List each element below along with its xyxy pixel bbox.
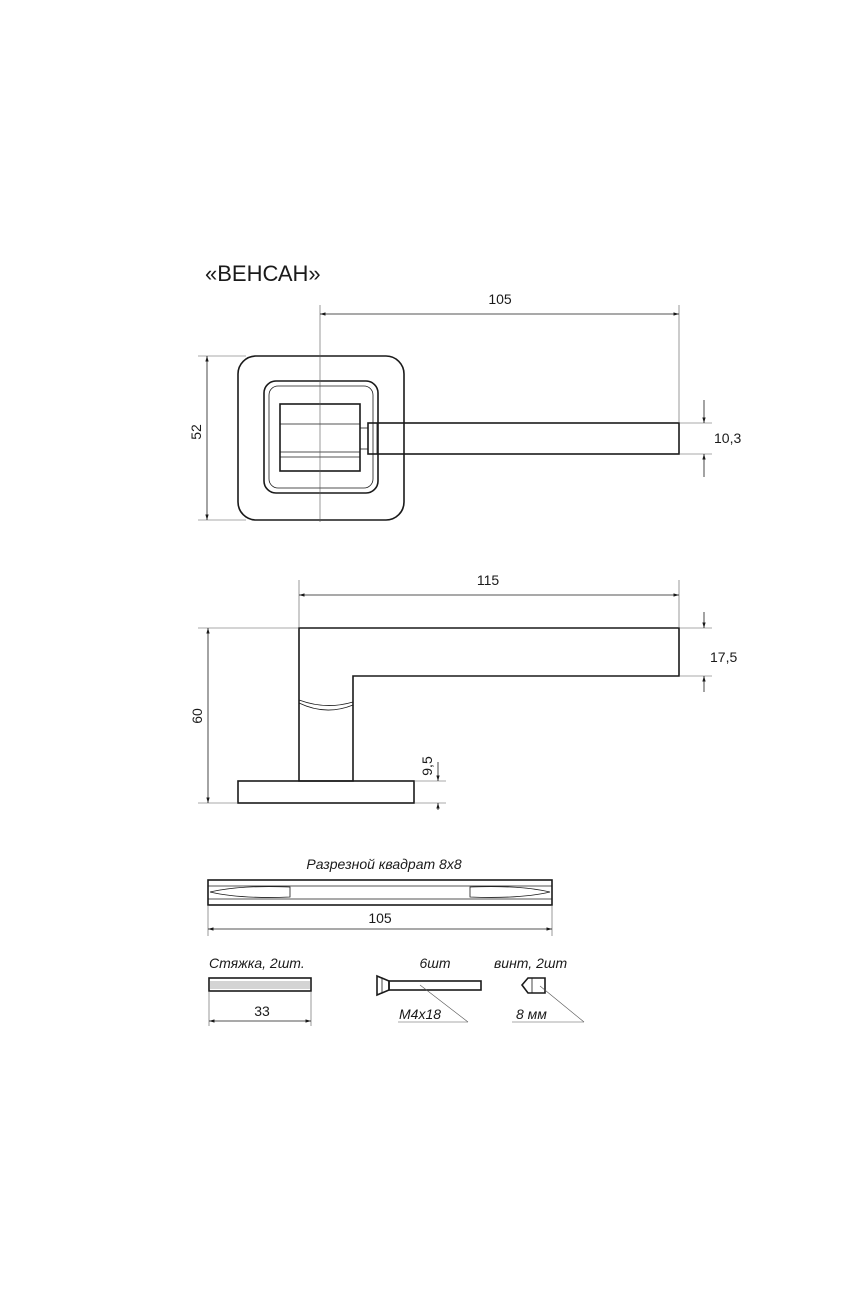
dim-side-height-label: 60: [189, 708, 205, 724]
tie-caption: Стяжка, 2шт.: [209, 955, 305, 971]
dim-rose-thickness-label: 9,5: [419, 756, 435, 776]
set-screw: винт, 2шт 8 мм: [494, 955, 585, 1023]
tie-rod: Стяжка, 2шт. 33: [208, 955, 312, 1026]
lever-side: [298, 627, 680, 782]
spindle-slot-right: [469, 886, 551, 898]
dim-thickness-label: 10,3: [714, 430, 741, 446]
dim-height-label: 52: [188, 424, 204, 440]
rose-inner: [263, 380, 379, 494]
spindle-bar: [207, 879, 553, 906]
spindle-caption: Разрезной квадрат 8x8: [306, 856, 461, 872]
screw-size-label: М4х18: [399, 1006, 441, 1022]
top-view: 105 52 10,3: [188, 291, 741, 522]
set-screw-size-label: 8 мм: [516, 1006, 547, 1022]
rose-outer: [237, 355, 405, 521]
lever-top: [367, 422, 680, 455]
dim-lever-thickness-label: 17,5: [710, 649, 737, 665]
spindle-view: Разрезной квадрат 8x8 105: [207, 856, 553, 936]
set-screw-caption: винт, 2шт: [494, 955, 567, 971]
side-view: 115 60 17,5 9,5: [189, 572, 737, 810]
dim-length-label: 105: [488, 291, 512, 307]
drawing-title: «ВЕНСАН»: [205, 261, 321, 286]
dim-side-length-label: 115: [477, 572, 500, 588]
screw: 6шт М4х18: [376, 955, 482, 1023]
rose-inner-edge: [268, 385, 374, 489]
spindle-slot-left: [209, 886, 291, 898]
screw-caption: 6шт: [419, 955, 450, 971]
tie-length-label: 33: [254, 1003, 270, 1019]
neck-grip: [298, 699, 354, 706]
rose-base: [237, 780, 415, 804]
spindle-length-label: 105: [368, 910, 392, 926]
